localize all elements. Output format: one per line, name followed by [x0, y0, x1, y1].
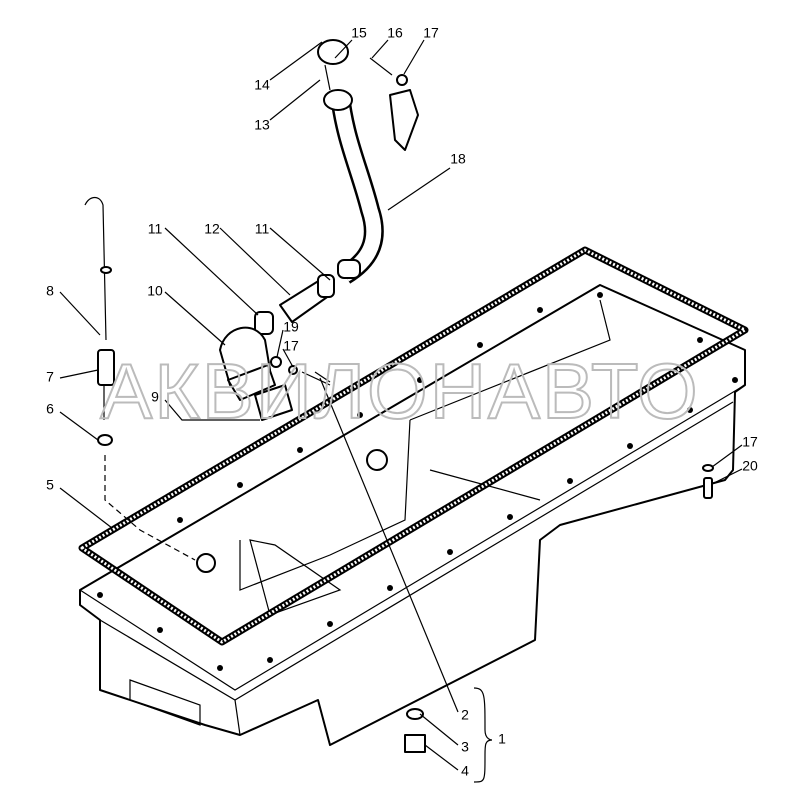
- label-6: 6: [46, 401, 54, 417]
- drain-plug: [404, 708, 426, 753]
- label-17: 17: [742, 434, 758, 450]
- label-15: 15: [351, 25, 367, 41]
- flange-holes: [97, 292, 738, 671]
- label-18: 18: [450, 151, 466, 167]
- side-bolt: [702, 464, 714, 499]
- label-20: 20: [742, 458, 758, 474]
- label-13: 13: [254, 117, 270, 133]
- gasket: [78, 246, 749, 646]
- label-10: 10: [147, 283, 163, 299]
- label-8: 8: [46, 283, 54, 299]
- label-9: 9: [151, 389, 159, 405]
- label-17: 17: [283, 338, 299, 354]
- watermark: АКВИЛОНАВТО: [100, 347, 699, 435]
- label-4: 4: [461, 763, 469, 779]
- label-14: 14: [254, 77, 270, 93]
- label-17: 17: [423, 25, 439, 41]
- label-7: 7: [46, 369, 54, 385]
- filler-tube: [219, 39, 419, 421]
- label-1: 1: [498, 731, 506, 747]
- label-16: 16: [387, 25, 403, 41]
- label-3: 3: [461, 739, 469, 755]
- leader-lines: [59, 39, 743, 783]
- label-11: 11: [255, 221, 270, 237]
- label-19: 19: [283, 319, 299, 335]
- label-11: 11: [148, 221, 163, 237]
- part-labels: 14 15 16 17 13 18 11 12 11 10 19 17 8 7 …: [46, 25, 758, 779]
- label-12: 12: [204, 221, 220, 237]
- label-2: 2: [461, 707, 469, 723]
- label-5: 5: [46, 477, 54, 493]
